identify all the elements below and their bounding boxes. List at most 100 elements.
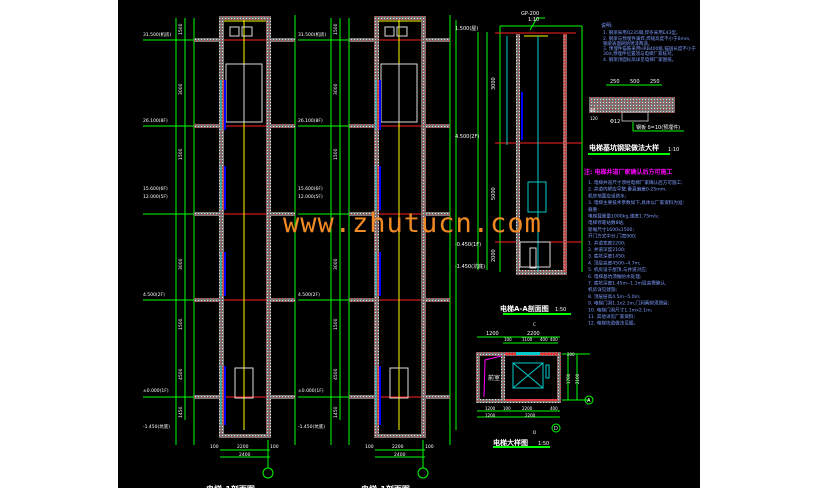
notes-main-heading: 注: 电梯井道厂家确认后方可施工 xyxy=(584,168,673,176)
dim-label: 250 xyxy=(650,79,660,85)
bottom-dim: 2200 xyxy=(237,444,249,450)
shaft-top xyxy=(219,16,271,20)
concrete-slab xyxy=(589,97,675,113)
shaft-wall-right xyxy=(266,16,271,438)
dim-label: 2200 xyxy=(527,331,540,337)
note-line: 2. 井道内壁应平整,垂直偏差0-25mm, xyxy=(588,186,667,193)
note-line: 电梯停靠站数8站; xyxy=(588,219,625,226)
floor-slab xyxy=(194,298,220,302)
floor-slab xyxy=(349,298,375,302)
beam-sub: 1:10 xyxy=(528,17,539,23)
level-label: 26.100(8F) xyxy=(143,118,168,124)
bottom-dim: 100 xyxy=(210,444,219,450)
axis-bubble xyxy=(417,467,429,479)
floor-slab xyxy=(426,212,450,216)
machine-icon xyxy=(384,26,395,37)
buffer-frame xyxy=(519,241,551,268)
dim-label: 3000 xyxy=(491,77,497,90)
dim-label: 80 xyxy=(590,108,596,113)
detail-scale: 1:10 xyxy=(668,147,679,153)
dim-label: 1450 xyxy=(178,406,184,418)
dim-label: 2200 xyxy=(525,413,536,418)
level-label: 15.600(6F) xyxy=(143,186,168,192)
dim-label: 1200 xyxy=(485,413,496,418)
pit-beam-detail: 说明: 1. 钢梁采用Q235钢,焊条采用E43型。 2. 钢梁与预埋件满焊,焊… xyxy=(588,22,696,155)
floor-slab xyxy=(271,298,295,302)
note-line: 1. 电梯井道尺寸须经电梯厂家确认后方可施工; xyxy=(588,179,683,186)
shaft-wall-left xyxy=(516,34,520,274)
note-line: 3. 预埋件锚筋采用HRB400级,锚固长度不小于 xyxy=(603,45,696,52)
shaft-top xyxy=(374,16,426,20)
note-line: 3. 底坑深度1450; xyxy=(588,253,626,260)
notes-heading: 说明: xyxy=(601,22,613,29)
shaft-wall-left xyxy=(374,16,379,438)
dim-label: 3000 xyxy=(333,83,339,95)
elevator-car xyxy=(512,362,544,389)
detail-title: 电梯基坑钢梁做法大样 xyxy=(589,143,659,152)
dim-label: 1100 xyxy=(522,337,533,342)
floor-slab xyxy=(349,212,375,216)
dim-label: 1500 xyxy=(178,23,184,35)
elevation-title: 电梯-1剖面图 xyxy=(361,484,410,488)
level-label: 12.000(5F) xyxy=(298,194,323,200)
floor-slab xyxy=(194,124,220,128)
dim-label: 250 xyxy=(610,79,620,85)
floor-slab xyxy=(349,38,375,42)
beam-tag: GP-200 xyxy=(521,11,539,17)
bottom-dim: 2400 xyxy=(394,452,406,458)
level-label: 4.500(2F) xyxy=(298,292,320,298)
note-line: 2. 钢梁与预埋件满焊,焊缝高度不小于6mm, xyxy=(603,35,691,42)
room-label: 前室 xyxy=(488,374,500,382)
dim-label: 400 xyxy=(550,406,558,411)
drawing-canvas[interactable] xyxy=(118,0,700,488)
elevation-right: 31.500(机房)26.100(8F)15.600(6F)12.000(5F)… xyxy=(298,15,451,488)
car-cross xyxy=(512,362,544,389)
floor-slab xyxy=(194,395,220,399)
elevator-plan: 1200 2200 100 1100 400 400 前室 1200 100 2… xyxy=(476,322,594,448)
level-label: -1.450(坑底) xyxy=(143,423,170,430)
buffer-frame xyxy=(234,367,254,399)
axis-label: A xyxy=(587,398,591,404)
note-line: 6. 电梯基坑须做防水处理; xyxy=(588,273,642,280)
dim-label: 100 xyxy=(504,337,512,342)
bottom-dim: 100 xyxy=(425,444,434,450)
door-opening xyxy=(516,352,540,355)
dim-label: 1500 xyxy=(333,318,339,330)
floor-slab xyxy=(426,124,450,128)
steel-beam xyxy=(621,111,649,122)
floor-slab xyxy=(271,124,295,128)
floor-slab xyxy=(271,212,295,216)
lobby-outline xyxy=(483,355,502,398)
dim-label: 400 xyxy=(550,337,558,342)
note-line: 10. 电梯门洞尺寸1.1mx2.1m; xyxy=(588,306,653,313)
shaft-wall-left xyxy=(219,16,224,438)
bottom-dim: 2400 xyxy=(239,452,251,458)
note-line: 轿厢尺寸1600x1500; xyxy=(588,226,634,233)
note-line: 4. 钢梁顶面标高详见电梯厂家图纸。 xyxy=(603,56,676,63)
level-label: 15.600(6F) xyxy=(298,186,323,192)
note-line: 机房地面应设防水; xyxy=(588,192,627,199)
level-label: 12.000(5F) xyxy=(143,194,168,200)
dim-label: 1500 xyxy=(178,148,184,160)
plan-title: 电梯大样图 xyxy=(493,438,528,447)
note-line: 1. 井道宽度2200; xyxy=(588,239,626,246)
elevation-left: 31.500(机房)26.100(8F)15.600(6F)12.000(5F)… xyxy=(143,15,296,488)
note-line: 5. 机房设于屋顶,与井道对应; xyxy=(588,266,648,273)
shaft-wall-right xyxy=(421,16,426,438)
dim-label: 120 xyxy=(590,116,598,121)
note-line: 钢梁表面刷防锈漆两道。 xyxy=(603,40,653,47)
note-line: 机房详见建施; xyxy=(588,286,618,293)
plan-scale: 1:50 xyxy=(538,441,549,447)
floor-slab xyxy=(349,124,375,128)
car-frame xyxy=(527,181,547,213)
watermark: www.zhutucn.com xyxy=(283,208,542,239)
note-line: 7. 底坑深度1.45m--1.1m层高需确认, xyxy=(588,280,667,287)
dim-label: 3000 xyxy=(333,258,339,270)
level-label: 26.100(8F) xyxy=(298,118,323,124)
pit-bottom xyxy=(374,434,426,438)
dim-label: 1450 xyxy=(333,406,339,418)
floor-slab xyxy=(426,395,450,399)
section-title: 电梯A-A剖面图 xyxy=(500,304,549,313)
section-mark: C xyxy=(533,322,536,327)
